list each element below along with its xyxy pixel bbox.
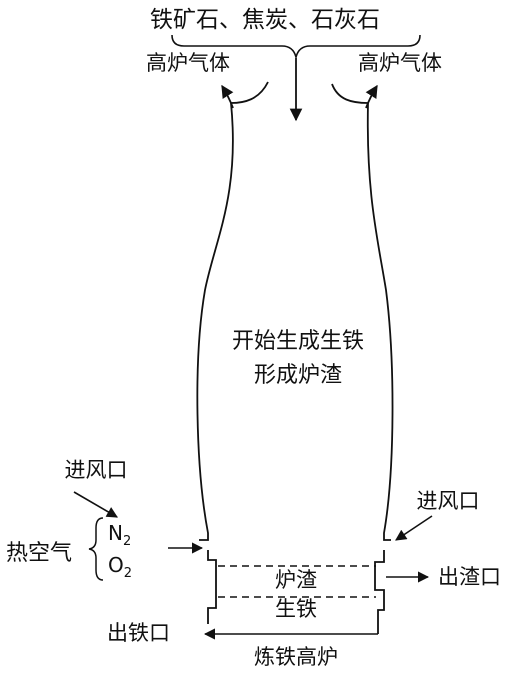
gas-label-left: 高炉气体	[146, 51, 230, 75]
throat-flare-left	[230, 81, 269, 104]
gas-arrow-left	[221, 84, 234, 109]
iron-outlet-label: 出铁口	[107, 621, 170, 645]
air-inlet-label-right: 进风口	[417, 489, 480, 513]
nitrogen-label: N2	[108, 521, 131, 549]
furnace-wall-right	[366, 102, 394, 541]
hearth-wall-right	[374, 550, 385, 634]
oxygen-label: O2	[108, 553, 132, 581]
hot-air-brace	[88, 517, 104, 581]
layer-boundaries	[218, 565, 376, 598]
furnace-outline	[196, 81, 394, 634]
slag-formation-label: 形成炉渣	[254, 363, 342, 388]
air-inlet-label-left: 进风口	[65, 458, 128, 482]
throat-flare-right	[331, 83, 369, 104]
materials-label: 铁矿石、焦炭、石灰石	[150, 7, 380, 33]
air-inlet-arrow-left	[73, 491, 118, 518]
pig-iron-layer-label: 生铁	[275, 597, 317, 621]
iron-formation-label: 开始生成生铁	[232, 329, 364, 354]
slag-outlet-label: 出渣口	[438, 565, 501, 589]
air-inlet-arrow-right	[395, 515, 433, 541]
diagram-caption: 炼铁高炉	[254, 645, 338, 669]
materials-brace	[171, 34, 421, 61]
gas-label-right: 高炉气体	[358, 51, 442, 75]
hearth-wall-left	[207, 550, 217, 624]
slag-layer-label: 炉渣	[275, 568, 317, 592]
hot-air-label: 热空气	[6, 541, 72, 566]
gas-arrow-right	[365, 84, 378, 109]
furnace-wall-left	[196, 102, 234, 541]
